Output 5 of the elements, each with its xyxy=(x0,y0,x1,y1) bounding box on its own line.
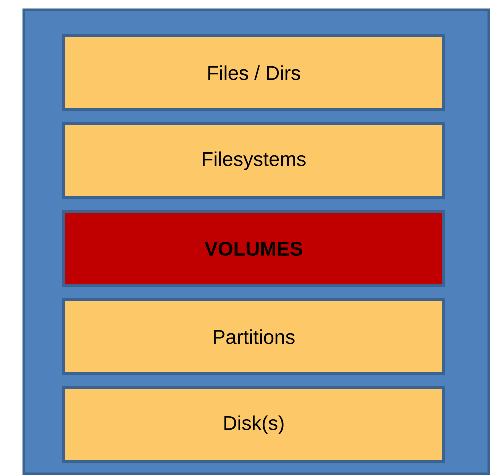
highlighted-layer-box: VOLUMES xyxy=(62,210,446,288)
layer-box: Partitions xyxy=(62,298,446,376)
layer-box: Files / Dirs xyxy=(62,34,446,112)
layer-box: Disk(s) xyxy=(62,386,446,464)
layer-box: Filesystems xyxy=(62,122,446,200)
